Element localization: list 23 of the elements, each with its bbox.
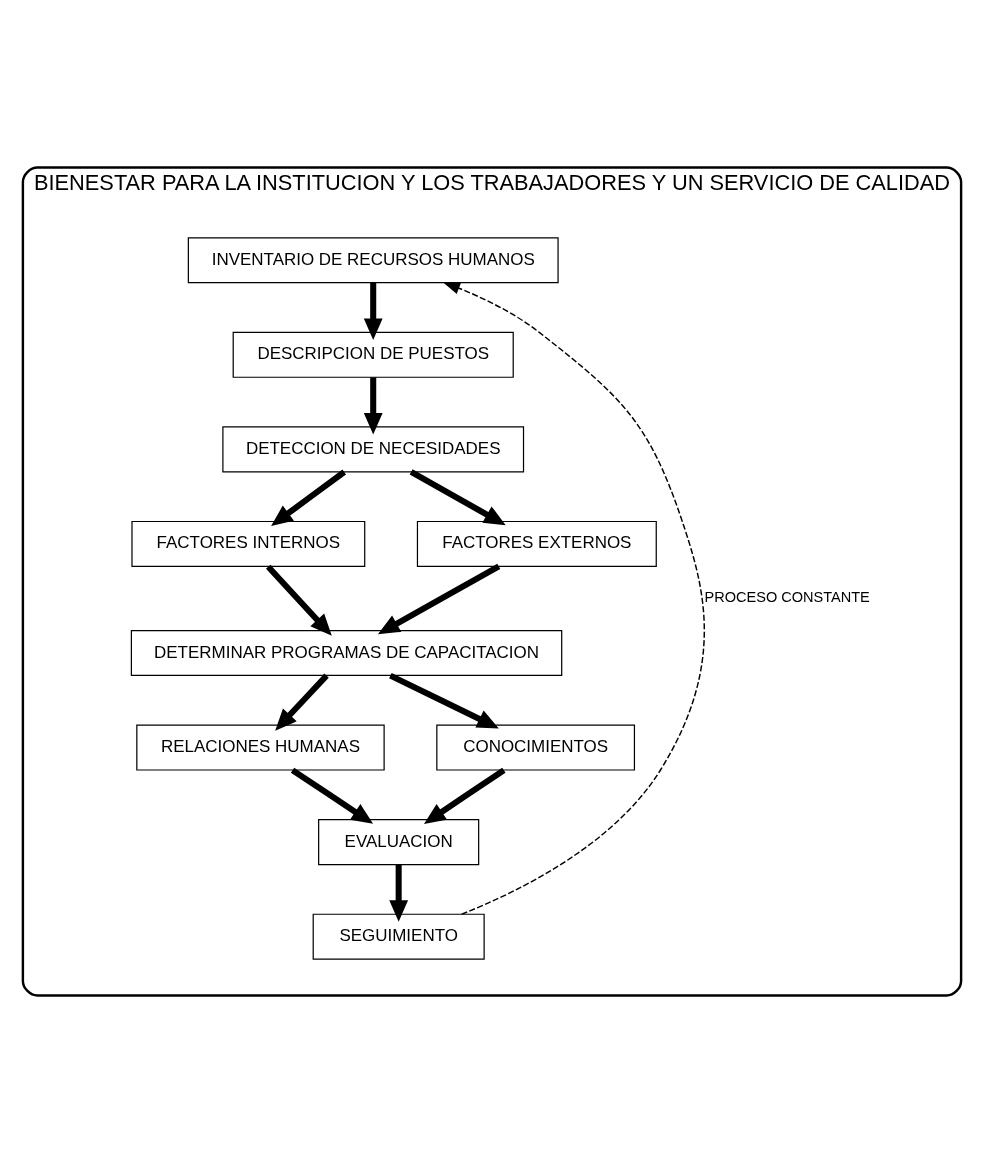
node-box: DETERMINAR PROGRAMAS DE CAPACITACION: [130, 629, 563, 676]
node-box: FACTORES INTERNOS: [131, 520, 366, 567]
arrow: [389, 864, 409, 922]
arrow: [389, 672, 499, 728]
arrow: [275, 673, 329, 731]
node-box: FACTORES EXTERNOS: [416, 520, 657, 567]
arrow: [266, 564, 332, 636]
arrow: [377, 563, 501, 634]
arrow: [442, 281, 706, 915]
node-box: SEGUIMIENTO: [312, 913, 485, 960]
node-box: EVALUACION: [318, 818, 480, 865]
arrow: [363, 282, 383, 340]
arrow: [409, 468, 506, 525]
arrow: [363, 376, 383, 434]
node-box: DETECCION DE NECESIDADES: [222, 425, 525, 472]
arrow: [424, 767, 506, 824]
edge-label: PROCESO CONSTANTE: [704, 588, 870, 605]
node-box: INVENTARIO DE RECURSOS HUMANOS: [187, 236, 559, 283]
arrow: [290, 767, 374, 824]
node-box: DESCRIPCION DE PUESTOS: [232, 331, 514, 378]
arrow: [271, 469, 347, 526]
node-box: RELACIONES HUMANAS: [136, 724, 385, 771]
node-box: CONOCIMIENTOS: [436, 724, 636, 771]
